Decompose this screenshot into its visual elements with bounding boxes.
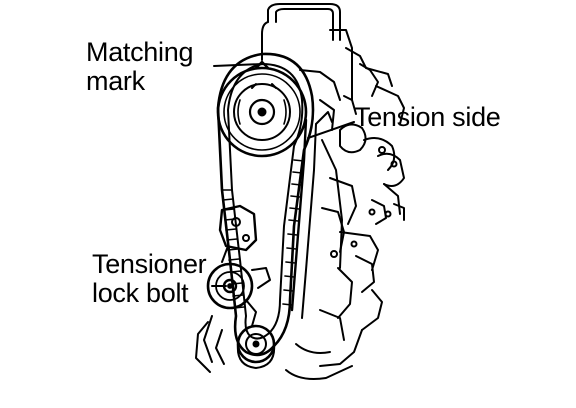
label-tension-side-text: Tension side bbox=[354, 102, 501, 132]
matching-mark-notch bbox=[254, 60, 270, 70]
leader-matching-mark bbox=[213, 63, 263, 67]
crankshaft-sprocket bbox=[236, 324, 276, 369]
label-matching-mark-line2: mark bbox=[86, 66, 145, 96]
label-matching-mark-line1: Matching bbox=[86, 37, 194, 67]
leader-lines bbox=[211, 63, 355, 287]
label-tension-side: Tension side bbox=[354, 103, 501, 132]
timing-belt bbox=[216, 52, 315, 357]
leader-tension-side bbox=[307, 121, 355, 139]
label-tensioner-lock-bolt: Tensioner lock bolt bbox=[92, 249, 207, 308]
label-matching-mark: Matching mark bbox=[86, 38, 193, 96]
camshaft-sprocket bbox=[216, 60, 308, 158]
label-tensioner-lock-bolt-line1: Tensioner bbox=[92, 249, 207, 279]
engine-block bbox=[195, 3, 405, 380]
tensioner-assembly bbox=[206, 204, 271, 327]
label-tensioner-lock-bolt-line2: lock bolt bbox=[92, 278, 189, 308]
tensioner-pulley bbox=[206, 262, 254, 310]
